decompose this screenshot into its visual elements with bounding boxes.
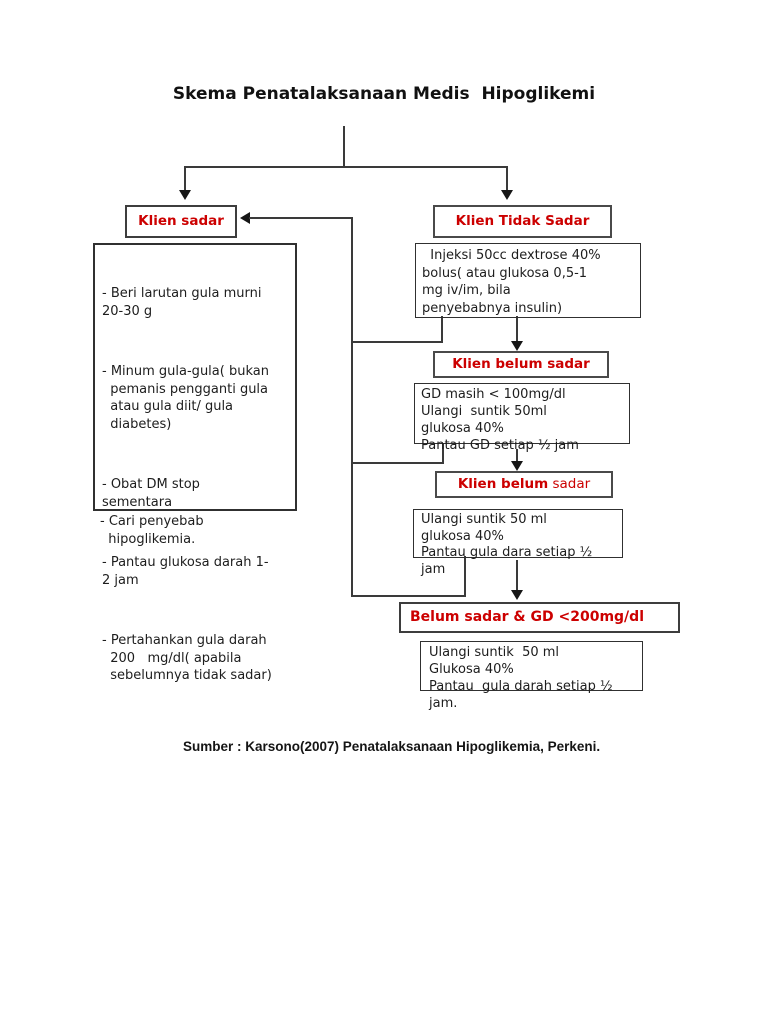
connector-ulangi-return-vertical — [464, 556, 466, 597]
arrowhead-feedback-left — [240, 212, 250, 224]
action-item: - Pantau glukosa darah 1- 2 jam — [102, 555, 269, 588]
node-klien-sadar: Klien sadar — [125, 205, 237, 238]
connector-title-stem — [343, 126, 345, 167]
connector-feedback-horizontal — [249, 217, 353, 219]
action-item: - Pertahankan gula darah 200 mg/dl( apab… — [102, 633, 272, 683]
node-klien-belum-sadar-2-bold: Klien belum — [457, 476, 549, 492]
node-ulangi-suntik-2: Ulangi suntik 50 ml Glukosa 40% Pantau g… — [420, 641, 643, 711]
node-klien-tidak-sadar: Klien Tidak Sadar — [433, 205, 612, 238]
node-belum-sadar-gd: Belum sadar & GD <200mg/dl — [399, 602, 680, 633]
connector-right-branch — [506, 166, 508, 192]
connector-gd-return-vertical — [442, 444, 444, 464]
note-cari-penyebab: - Cari penyebab hipoglikemia. — [100, 514, 204, 547]
arrowhead-to-klien-belum-sadar-2 — [511, 461, 523, 471]
node-klien-belum-sadar-1: Klien belum sadar — [433, 351, 609, 378]
connector-left-branch — [184, 166, 186, 192]
node-injeksi: Injeksi 50cc dextrose 40% bolus( atau gl… — [415, 243, 641, 318]
action-item: - Beri larutan gula murni 20-30 g — [102, 286, 262, 319]
action-item: - Minum gula-gula( bukan pemanis penggan… — [102, 364, 269, 432]
source-citation: Sumber : Karsono(2007) Penatalaksanaan H… — [183, 739, 601, 754]
connector-injeksi-return-vertical — [441, 316, 443, 343]
node-gd-masih: GD masih < 100mg/dl Ulangi suntik 50ml g… — [414, 383, 630, 453]
connector-feedback-main-vertical — [351, 217, 353, 597]
connector-top-horizontal — [184, 166, 508, 168]
connector-gd-return-horizontal — [351, 462, 444, 464]
node-klien-sadar-actions: - Beri larutan gula murni 20-30 g - Minu… — [93, 243, 297, 683]
node-klien-belum-sadar-2-regular: sadar — [548, 476, 591, 492]
connector-injeksi-down — [516, 316, 518, 343]
node-ulangi-suntik-1: Ulangi suntik 50 ml glukosa 40% Pantau g… — [413, 509, 623, 577]
arrowhead-to-klien-tidak-sadar — [501, 190, 513, 200]
connector-injeksi-return-horizontal — [351, 341, 443, 343]
connector-gd-down — [516, 449, 518, 463]
action-item: - Obat DM stop sementara — [102, 477, 200, 510]
node-klien-belum-sadar-2: Klien belum sadar — [435, 471, 613, 498]
connector-ulangi-return-horizontal — [351, 595, 466, 597]
connector-ulangi-down — [516, 560, 518, 591]
arrowhead-to-belum-sadar-gd — [511, 590, 523, 600]
arrowhead-to-klien-sadar — [179, 190, 191, 200]
page-title: Skema Penatalaksanaan Medis Hipoglikemi — [172, 84, 596, 104]
arrowhead-to-klien-belum-sadar-1 — [511, 341, 523, 351]
